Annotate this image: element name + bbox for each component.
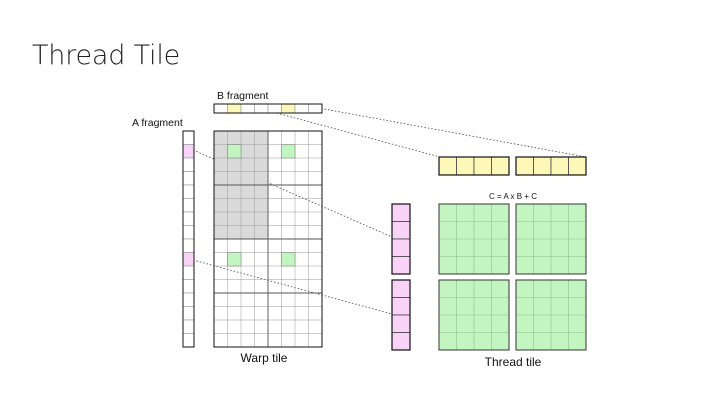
a-fragment-cell [182, 198, 195, 213]
thread-a-fragment [391, 279, 411, 351]
warp-tile-outline [213, 130, 323, 348]
thread-a-cell [391, 297, 411, 316]
b-fragment-cell [213, 103, 228, 114]
thread-accumulator-outline [438, 203, 510, 275]
b-fragment-cell [267, 103, 282, 114]
thread-a-cell [391, 203, 411, 222]
thread-b-fragment [438, 156, 510, 176]
a-fragment-cell [182, 130, 195, 145]
thread-a-cell [391, 332, 411, 351]
a-fragment-strip [182, 130, 195, 348]
b-fragment-cell [227, 103, 242, 114]
warp-accumulator-cell [227, 252, 242, 267]
a-fragment-cell [182, 252, 195, 267]
a-fragment-cell [182, 319, 195, 334]
a-fragment-cell [182, 211, 195, 226]
thread-tile-label: Thread tile [485, 355, 542, 369]
warp-tile-label: Warp tile [241, 351, 288, 365]
a-fragment-cell [182, 292, 195, 307]
thread-accumulator-blocks [438, 203, 587, 351]
thread-a-cell [391, 238, 411, 257]
thread-a-cell [391, 314, 411, 333]
connector-b-right [296, 103, 587, 158]
a-fragment-label: A fragment [132, 117, 183, 129]
b-fragment-cell [240, 103, 255, 114]
thread-b-cell [473, 156, 492, 176]
thread-a-cell [391, 279, 411, 298]
thread-a-cell [391, 256, 411, 275]
b-fragment-cell [308, 103, 323, 114]
a-fragment-cell [182, 279, 195, 294]
b-fragment-cell [281, 103, 296, 114]
b-fragment-strip [213, 103, 323, 114]
b-fragment-cell [254, 103, 269, 114]
a-fragment-cell [182, 238, 195, 253]
a-fragment-cell [182, 225, 195, 240]
a-fragment-cell [182, 333, 195, 348]
thread-b-fragment [515, 156, 587, 176]
thread-b-cell [533, 156, 552, 176]
a-fragment-cell [182, 171, 195, 186]
a-fragment-cell [182, 306, 195, 321]
slide-title: Thread Tile [32, 40, 181, 71]
a-fragment-cell [182, 265, 195, 280]
a-fragment-cell [182, 157, 195, 172]
b-fragment-label: B fragment [217, 90, 268, 102]
thread-accumulator-outline [515, 279, 587, 351]
warp-accumulator-cell [281, 252, 296, 267]
connector-a-bottom [192, 259, 393, 315]
thread-accumulator-outline [438, 279, 510, 351]
thread-accumulator-outline [515, 203, 587, 275]
thread-b-cell [438, 156, 457, 176]
warp-tile [213, 130, 323, 348]
thread-b-cell [568, 156, 587, 176]
a-fragment-outline [182, 130, 195, 348]
thread-a-cell [391, 221, 411, 240]
connector-b-left [242, 103, 441, 158]
thread-a-fragment [391, 203, 411, 275]
a-fragment-cell [182, 184, 195, 199]
a-fragment-cell [182, 144, 195, 159]
thread-b-cell [515, 156, 534, 176]
thread-b-cell [550, 156, 569, 176]
thread-b-cell [491, 156, 510, 176]
warp-accumulator-cell [281, 144, 296, 159]
warp-accumulator-cell [227, 144, 242, 159]
thread-b-fragments [438, 156, 587, 176]
thread-b-cell [456, 156, 475, 176]
b-fragment-cell [294, 103, 309, 114]
equation-label: C = A x B + C [489, 192, 537, 201]
thread-a-fragments [391, 203, 411, 351]
b-fragment-outline [213, 103, 323, 114]
